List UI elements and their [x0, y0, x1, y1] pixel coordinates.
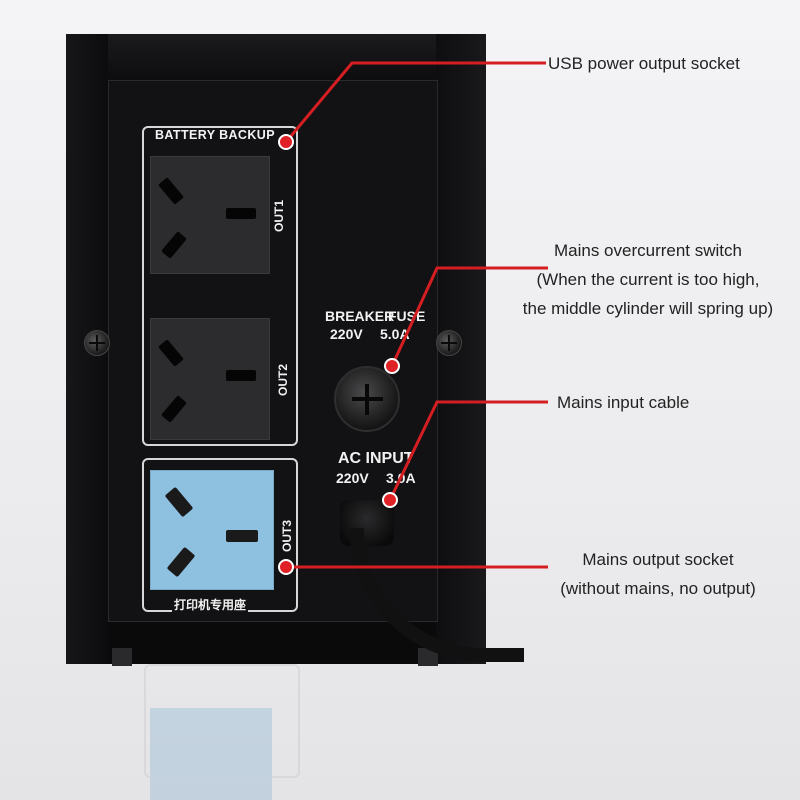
ac-input-voltage: 220V	[336, 470, 369, 486]
outlet-out1-pin-right	[226, 208, 256, 219]
device-foot-left	[112, 648, 132, 666]
callout-dot-breaker	[384, 358, 400, 374]
overcurrent-breaker-knob[interactable]	[334, 366, 400, 432]
fuse-rating: 5.0A	[380, 326, 410, 342]
printer-socket-label: 打印机专用座	[172, 596, 249, 613]
callout-usb-line-1: USB power output socket	[548, 54, 740, 73]
callout-output-line-2: (without mains, no output)	[560, 579, 756, 598]
floor-reflection	[108, 664, 436, 800]
outlet-out2-pin-right	[226, 370, 256, 381]
callout-usb-output: USB power output socket	[548, 49, 740, 78]
device-top-bevel	[66, 34, 486, 80]
ac-input-label: AC INPUT	[338, 450, 414, 467]
mounting-screw-right	[436, 330, 462, 356]
device-foot-right	[418, 648, 438, 666]
callout-input-cable: Mains input cable	[557, 388, 689, 417]
callout-overcurrent-switch: Mains overcurrent switch (When the curre…	[500, 236, 796, 323]
breaker-voltage: 220V	[330, 326, 363, 342]
callout-switch-line-1: Mains overcurrent switch	[553, 241, 742, 260]
callout-switch-line-2: (When the current is too high,	[536, 270, 760, 289]
callout-switch-line-3: the middle cylinder will spring up)	[522, 299, 774, 318]
callout-output-line-1: Mains output socket	[582, 550, 734, 569]
breaker-label: BREAKER	[325, 308, 395, 324]
callout-line-usb	[284, 61, 546, 143]
outlet-out3-pin-right	[226, 530, 258, 542]
battery-backup-label: BATTERY BACKUP	[152, 128, 278, 142]
mounting-screw-left	[84, 330, 110, 356]
callout-output-socket: Mains output socket (without mains, no o…	[528, 545, 788, 603]
callout-cable-line-1: Mains input cable	[557, 393, 690, 412]
callout-dot-cable	[382, 492, 398, 508]
callout-dot-output	[278, 559, 294, 575]
callout-line-cable	[388, 400, 548, 501]
callout-line-breaker	[390, 266, 548, 367]
callout-dot-usb	[278, 134, 294, 150]
battery-backup-group	[142, 126, 298, 446]
